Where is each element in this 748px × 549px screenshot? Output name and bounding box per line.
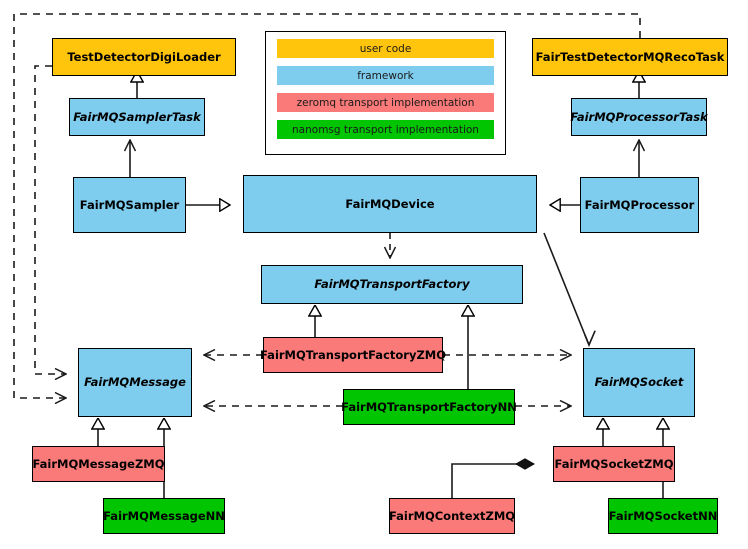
class-label-testdetectordigiloader: TestDetectorDigiLoader xyxy=(67,49,221,64)
class-label-fairmqsamplertask: FairMQSamplerTask xyxy=(73,109,201,124)
legend-item-zeromq: zeromq transport implementation xyxy=(277,93,494,112)
class-label-fairmqsocketnn: FairMQSocketNN xyxy=(608,508,718,523)
class-box-fairmqtransportfactoryzmq[interactable]: FairMQTransportFactoryZMQ xyxy=(260,337,446,373)
class-box-fairmqprocessortask[interactable]: FairMQProcessorTask xyxy=(570,98,708,136)
class-label-fairmqtransportfactory: FairMQTransportFactory xyxy=(314,277,470,292)
class-box-fairmqcontextzmq[interactable]: FairMQContextZMQ xyxy=(389,498,515,534)
class-label-fairmqmessagenn: FairMQMessageNN xyxy=(103,508,225,523)
class-box-fairmqmessagezmq[interactable]: FairMQMessageZMQ xyxy=(32,446,165,482)
class-label-fairmqmessage: FairMQMessage xyxy=(84,375,186,390)
class-label-fairmqtransportfactoryzmq: FairMQTransportFactoryZMQ xyxy=(260,347,447,362)
legend-item-framework: framework xyxy=(277,66,494,85)
edge-device-socket xyxy=(543,232,596,348)
class-box-fairmqsampler[interactable]: FairMQSampler xyxy=(73,177,186,233)
legend-item-user-code: user code xyxy=(277,39,494,58)
legend-label-framework: framework xyxy=(357,69,414,82)
class-box-fairmqsamplertask[interactable]: FairMQSamplerTask xyxy=(69,98,205,136)
class-label-fairmqsampler: FairMQSampler xyxy=(79,197,180,212)
class-box-fairmqsocketnn[interactable]: FairMQSocketNN xyxy=(608,498,718,534)
legend-item-nanomsg: nanomsg transport implementation xyxy=(277,120,494,139)
class-label-fairmqsocketzmq: FairMQSocketZMQ xyxy=(554,456,674,471)
class-label-fairtestdetectormqrecotask: FairTestDetectorMQRecoTask xyxy=(535,49,725,64)
edge-contextzmq-socketzmq xyxy=(451,458,535,498)
legend-panel: user code framework zeromq transport imp… xyxy=(265,31,506,155)
class-box-testdetectordigiloader[interactable]: TestDetectorDigiLoader xyxy=(52,38,236,76)
legend-label-nanomsg: nanomsg transport implementation xyxy=(292,123,479,136)
class-box-fairmqsocketzmq[interactable]: FairMQSocketZMQ xyxy=(553,446,675,482)
class-label-fairmqcontextzmq: FairMQContextZMQ xyxy=(388,508,516,523)
class-label-fairmqprocessor: FairMQProcessor xyxy=(584,197,695,212)
class-label-fairmqsocket: FairMQSocket xyxy=(594,375,684,390)
class-label-fairmqmessagezmq: FairMQMessageZMQ xyxy=(32,456,165,471)
class-box-fairmqdevice[interactable]: FairMQDevice xyxy=(243,175,537,233)
class-box-fairmqprocessor[interactable]: FairMQProcessor xyxy=(580,177,699,233)
class-label-fairmqprocessortask: FairMQProcessorTask xyxy=(570,109,708,124)
legend-label-zeromq: zeromq transport implementation xyxy=(296,96,475,109)
class-box-fairmqtransportfactorynn[interactable]: FairMQTransportFactoryNN xyxy=(341,389,517,425)
class-box-fairtestdetectormqrecotask[interactable]: FairTestDetectorMQRecoTask xyxy=(532,38,728,76)
class-box-fairmqtransportfactory[interactable]: FairMQTransportFactory xyxy=(261,265,523,304)
class-box-fairmqmessage[interactable]: FairMQMessage xyxy=(78,348,192,417)
class-box-fairmqsocket[interactable]: FairMQSocket xyxy=(583,348,695,417)
class-label-fairmqdevice: FairMQDevice xyxy=(345,196,435,211)
edge-digiloader-message xyxy=(34,65,66,374)
legend-label-user-code: user code xyxy=(359,42,412,55)
class-label-fairmqtransportfactorynn: FairMQTransportFactoryNN xyxy=(341,399,517,414)
class-box-fairmqmessagenn[interactable]: FairMQMessageNN xyxy=(103,498,225,534)
